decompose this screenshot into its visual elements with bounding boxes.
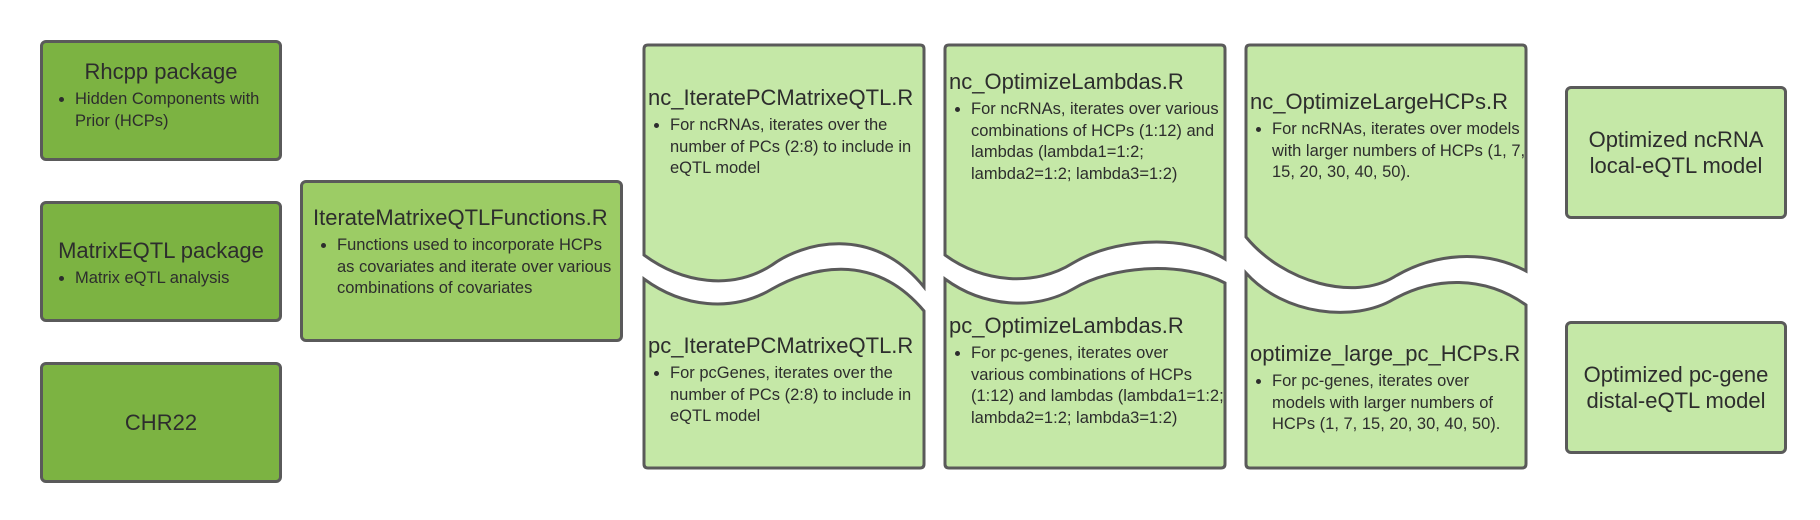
- matrixeqtl-bullets: Matrix eQTL analysis: [43, 268, 279, 290]
- chr22-title: CHR22: [124, 409, 198, 435]
- iterate-functions-bullets: Functions used to incorporate HCPs as co…: [313, 235, 612, 300]
- step1-bottom-bullet: For pcGenes, iterates over the number of…: [670, 363, 924, 428]
- chr22-box: CHR22: [40, 362, 282, 483]
- step3-top-bullet: For ncRNAs, iterates over models with la…: [1272, 119, 1526, 184]
- step1-top-bullet: For ncRNAs, iterates over the number of …: [670, 115, 924, 180]
- step2-top-bullet: For ncRNAs, iterates over various combin…: [971, 99, 1225, 185]
- step2-column: nc_OptimizeLambdas.R For ncRNAs, iterate…: [943, 43, 1227, 472]
- step1-bottom-text: pc_IteratePCMatrixeQTL.R For pcGenes, it…: [648, 333, 924, 428]
- rhcpp-bullet: Hidden Components with Prior (HCPs): [75, 89, 279, 132]
- step3-bottom-shape: [1244, 269, 1528, 470]
- output-ncrna-box: Optimized ncRNA local-eQTL model: [1565, 86, 1787, 219]
- step1-bottom-shape: [642, 267, 926, 470]
- matrixeqtl-title: MatrixEQTL package: [58, 238, 264, 263]
- matrixeqtl-bullet: Matrix eQTL analysis: [75, 268, 279, 290]
- step2-top-bullets: For ncRNAs, iterates over various combin…: [949, 99, 1225, 185]
- iterate-functions-title: IterateMatrixeQTLFunctions.R: [313, 205, 608, 230]
- step1-bottom-bullets: For pcGenes, iterates over the number of…: [648, 363, 924, 428]
- output-pcgene-box: Optimized pc-gene distal-eQTL model: [1565, 321, 1787, 454]
- step3-bottom-bullet: For pc-genes, iterates over models with …: [1272, 371, 1526, 436]
- step1-top-text: nc_IteratePCMatrixeQTL.R For ncRNAs, ite…: [648, 85, 924, 180]
- step3-shapes: [1244, 43, 1528, 470]
- step1-column: nc_IteratePCMatrixeQTL.R For ncRNAs, ite…: [642, 43, 926, 472]
- step3-bottom-bullets: For pc-genes, iterates over models with …: [1250, 371, 1526, 436]
- step1-top-title: nc_IteratePCMatrixeQTL.R: [648, 85, 914, 110]
- step2-bottom-bullet: For pc-genes, iterates over various comb…: [971, 343, 1225, 429]
- output-ncrna-label: Optimized ncRNA local-eQTL model: [1588, 126, 1764, 178]
- rhcpp-title: Rhcpp package: [84, 59, 238, 84]
- step3-bottom-text: optimize_large_pc_HCPs.R For pc-genes, i…: [1250, 341, 1526, 436]
- step2-top-text: nc_OptimizeLambdas.R For ncRNAs, iterate…: [949, 69, 1225, 185]
- iterate-functions-box: IterateMatrixeQTLFunctions.R Functions u…: [300, 180, 623, 342]
- output-pcgene-label: Optimized pc-gene distal-eQTL model: [1583, 361, 1769, 413]
- step2-bottom-shape: [943, 267, 1227, 470]
- iterate-functions-bullet: Functions used to incorporate HCPs as co…: [337, 235, 612, 300]
- step1-bottom-title: pc_IteratePCMatrixeQTL.R: [648, 333, 914, 358]
- step2-bottom-text: pc_OptimizeLambdas.R For pc-genes, itera…: [949, 313, 1225, 429]
- step1-top-shape: [642, 43, 926, 292]
- step3-bottom-title: optimize_large_pc_HCPs.R: [1250, 341, 1521, 366]
- step2-shapes: [943, 43, 1227, 470]
- step3-top-shape: [1244, 43, 1528, 290]
- step1-top-bullets: For ncRNAs, iterates over the number of …: [648, 115, 924, 180]
- step2-top-title: nc_OptimizeLambdas.R: [949, 69, 1184, 94]
- step2-bottom-title: pc_OptimizeLambdas.R: [949, 313, 1184, 338]
- step3-top-text: nc_OptimizeLargeHCPs.R For ncRNAs, itera…: [1250, 89, 1526, 184]
- step2-bottom-bullets: For pc-genes, iterates over various comb…: [949, 343, 1225, 429]
- step3-column: nc_OptimizeLargeHCPs.R For ncRNAs, itera…: [1244, 43, 1528, 472]
- step3-top-bullets: For ncRNAs, iterates over models with la…: [1250, 119, 1526, 184]
- step3-top-title: nc_OptimizeLargeHCPs.R: [1250, 89, 1508, 114]
- step2-top-shape: [943, 43, 1227, 281]
- rhcpp-package-box: Rhcpp package Hidden Components with Pri…: [40, 40, 282, 161]
- matrixeqtl-package-box: MatrixEQTL package Matrix eQTL analysis: [40, 201, 282, 322]
- step1-shapes: [642, 43, 926, 470]
- rhcpp-bullets: Hidden Components with Prior (HCPs): [43, 89, 279, 132]
